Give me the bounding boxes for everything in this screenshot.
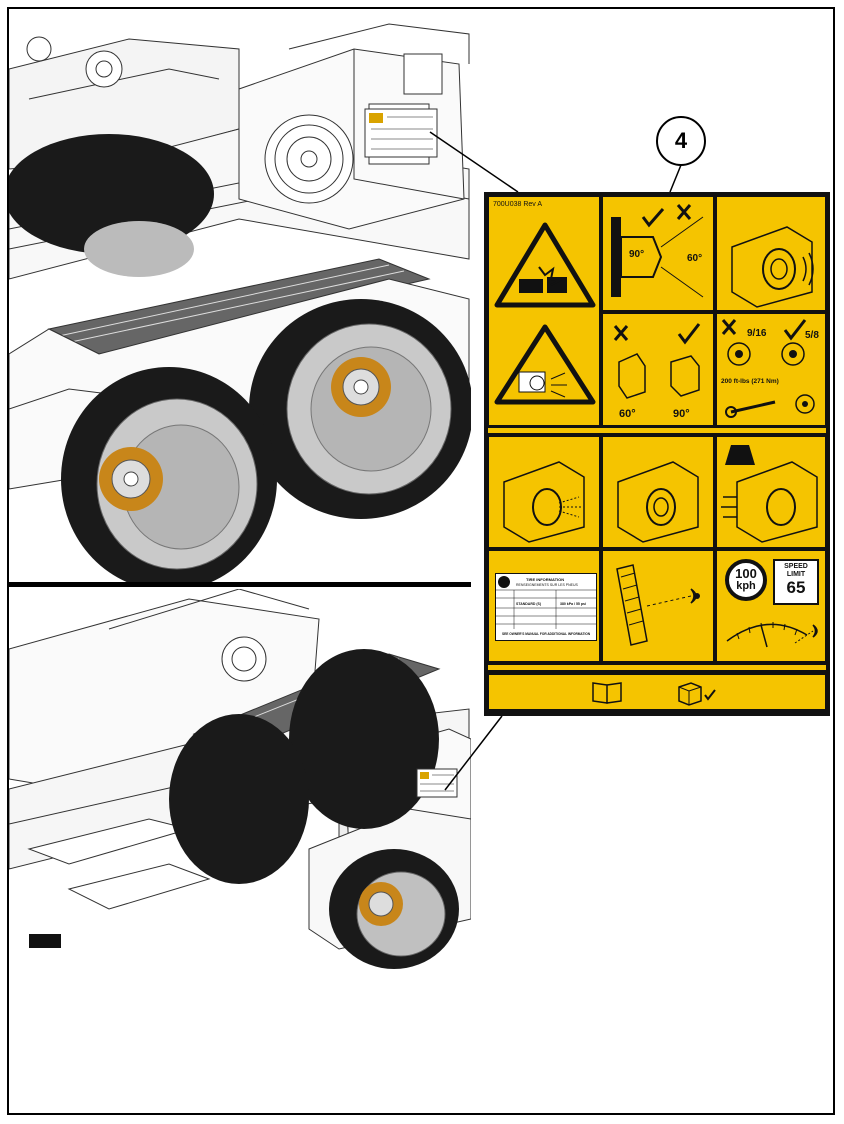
decal-separator	[488, 665, 826, 670]
lower-tire	[329, 849, 459, 969]
trailer-side-view-illustration	[9, 589, 471, 969]
speed-limit-title-1: SPEED	[784, 563, 808, 570]
tire-table-title: TIRE INFORMATION	[526, 577, 565, 582]
speed-kph-value: 100	[735, 566, 757, 581]
decal-part-number: 700U038 Rev A	[493, 201, 543, 208]
decal-warning-cell: 700U038 Rev A	[488, 196, 600, 426]
decal-separator	[488, 428, 826, 433]
speed-limit-sign: SPEED LIMIT 65	[773, 559, 819, 605]
nut-ok-label: 90°	[673, 408, 690, 420]
speed-limit-value: 65	[786, 578, 806, 597]
wrench-ok-size: 5/8	[805, 330, 819, 341]
tire-table-subtitle: RENSEIGNEMENTS SUR LES PNEUS	[516, 583, 578, 587]
wrench-bad-size: 9/16	[747, 328, 767, 339]
package-check-icon	[678, 682, 716, 706]
front-tire	[61, 367, 277, 582]
tire-table-spare: STANDARD (S)	[516, 602, 542, 606]
decal-manual-footer	[488, 674, 826, 710]
decal-load-cell	[716, 436, 826, 548]
callout-number: 4	[674, 128, 688, 153]
decal-nut-type-cell: 60° 90°	[602, 313, 714, 426]
rear-tire	[249, 299, 471, 519]
decal-spray-cell	[488, 436, 600, 548]
nut-bad-label: 60°	[619, 408, 636, 420]
manual-book-icon	[592, 682, 622, 704]
speed-kph-sign: 100 kph	[725, 559, 767, 601]
decal-wheel-wobble-cell	[716, 196, 826, 311]
trailer-rear-view-illustration	[9, 9, 471, 582]
decal-tread-inspect-cell	[602, 550, 714, 662]
lug-angle-bad: 60°	[687, 253, 703, 264]
decal-speed-limit-cell: 100 kph SPEED LIMIT 65	[716, 550, 826, 662]
safety-decal: 700U038 Rev A 90° 60°	[484, 192, 830, 716]
speed-limit-title-2: LIMIT	[786, 571, 806, 578]
tire-table-note: SEE OWNER'S MANUAL FOR ADDITIONAL INFORM…	[502, 632, 591, 636]
lug-angle-ok: 90°	[629, 249, 645, 260]
torque-spec: 200 ft-lbs (271 Nm)	[721, 378, 779, 385]
tire-info-table: TIRE INFORMATION RENSEIGNEMENTS SUR LES …	[495, 573, 597, 641]
speed-kph-unit: kph	[736, 580, 756, 592]
tire-table-pressure: 380 kPa / 55 psi	[560, 602, 586, 606]
callout-4: 4	[656, 116, 706, 166]
decal-torque-cell: 9/16 5/8 200 ft-lbs (271 Nm)	[716, 313, 826, 426]
decal-tire-info-cell: TIRE INFORMATION RENSEIGNEMENTS SUR LES …	[488, 550, 600, 662]
tire-info-marker	[498, 576, 510, 588]
decal-wheel-cell	[602, 436, 714, 548]
decal-lug-angle-cell: 90° 60°	[602, 196, 714, 311]
pane-divider	[9, 582, 471, 587]
